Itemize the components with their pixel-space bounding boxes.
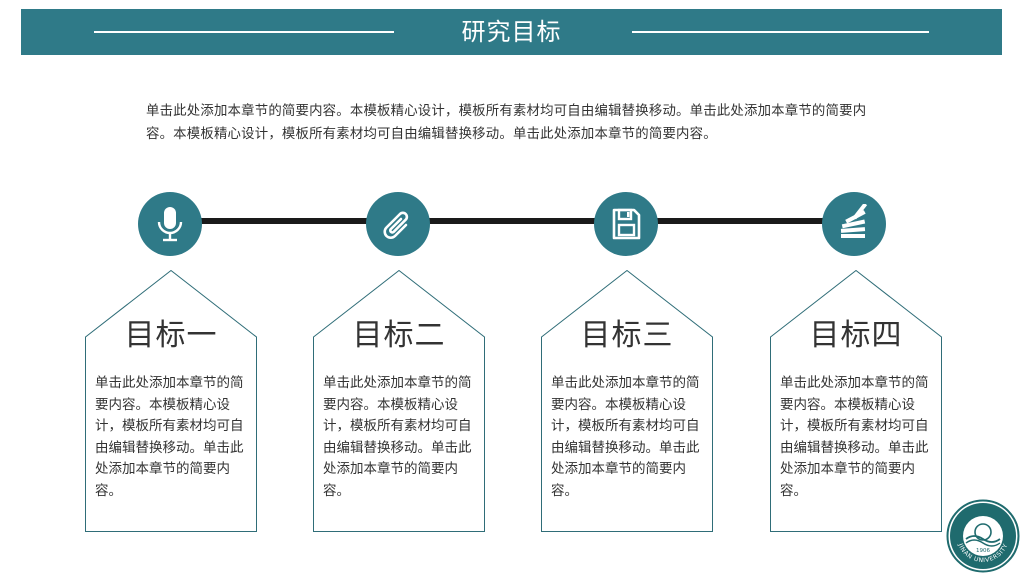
card-text: 单击此处添加本章节的简要内容。本模板精心设计，模板所有素材均可自由编辑替换移动。…: [551, 375, 700, 499]
microphone-icon: [157, 207, 183, 242]
floppy-disk-icon: [612, 208, 641, 240]
university-seal-logo: 1906 JINAN UNIVERSITY: [946, 499, 1020, 573]
card-outline: [85, 270, 257, 532]
timeline-node-2: [366, 192, 430, 256]
page-title: 研究目标: [461, 18, 562, 46]
title-bar: 研究目标: [21, 9, 1002, 55]
goal-card-1: 目标一 单击此处添加本章节的简要内容。本模板精心设计，模板所有素材均可自由编辑替…: [85, 270, 257, 532]
title-line-left: [94, 31, 394, 33]
card-text: 单击此处添加本章节的简要内容。本模板精心设计，模板所有素材均可自由编辑替换移动。…: [323, 375, 472, 499]
title-line-right: [632, 31, 929, 33]
timeline-bar: [170, 218, 854, 224]
paperclip-icon: [383, 211, 409, 239]
timeline-node-4: [822, 192, 886, 256]
logo-year: 1906: [976, 548, 990, 554]
card-text: 单击此处添加本章节的简要内容。本模板精心设计，模板所有素材均可自由编辑替换移动。…: [95, 375, 244, 499]
goal-card-3: 目标三 单击此处添加本章节的简要内容。本模板精心设计，模板所有素材均可自由编辑替…: [541, 270, 713, 532]
stack-icon: [840, 204, 868, 238]
card-text: 单击此处添加本章节的简要内容。本模板精心设计，模板所有素材均可自由编辑替换移动。…: [780, 375, 929, 499]
card-title: 目标一: [124, 318, 218, 353]
card-title: 目标三: [580, 318, 674, 353]
goal-card-2: 目标二 单击此处添加本章节的简要内容。本模板精心设计，模板所有素材均可自由编辑替…: [313, 270, 485, 532]
card-outline: [541, 270, 713, 532]
timeline-node-1: [138, 192, 202, 256]
timeline-node-3: [594, 192, 658, 256]
card-title: 目标四: [809, 318, 903, 353]
intro-paragraph: 单击此处添加本章节的简要内容。本模板精心设计，模板所有素材均可自由编辑替换移动。…: [146, 104, 867, 142]
goal-card-4: 目标四 单击此处添加本章节的简要内容。本模板精心设计，模板所有素材均可自由编辑替…: [770, 270, 942, 532]
card-title: 目标二: [352, 318, 446, 353]
card-outline: [313, 270, 485, 532]
card-outline: [770, 270, 942, 532]
